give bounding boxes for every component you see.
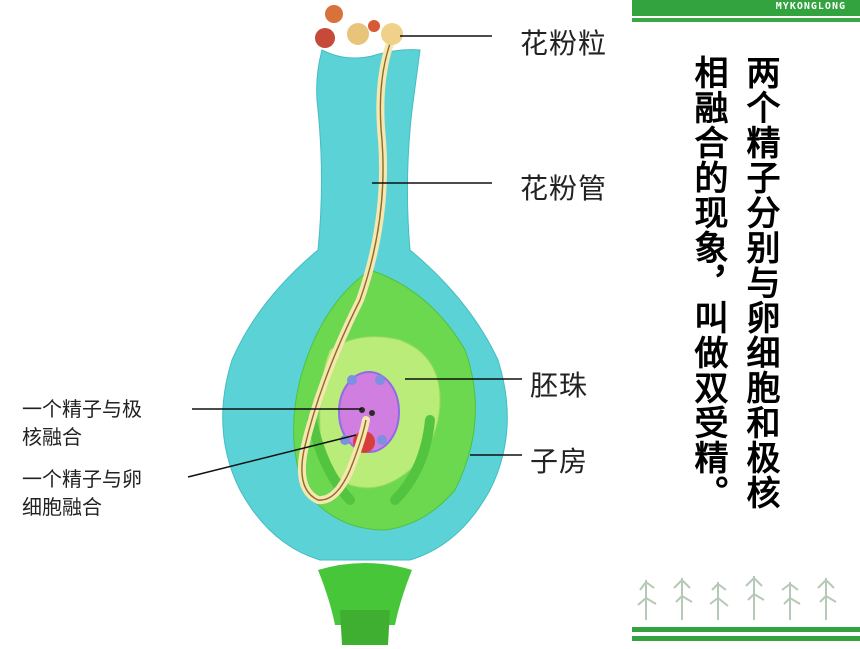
pollen-grain [347, 23, 369, 45]
receptacle [318, 563, 412, 625]
label-ovule: 胚珠 [530, 369, 589, 402]
header-strip: MYKONGLONG [632, 0, 860, 16]
synergid [375, 375, 385, 385]
header-stripe [632, 18, 860, 22]
pollen-grain [368, 20, 380, 32]
integument-right [390, 415, 435, 505]
embryo-sac [338, 371, 400, 453]
synergid [347, 375, 357, 385]
pollen-grain [315, 28, 335, 48]
label-pollen-grain: 花粉粒 [520, 27, 608, 60]
pollen-grain [381, 23, 403, 45]
antipodal [377, 435, 387, 445]
label-sperm-egg: 一个精子与卵 细胞融合 [22, 467, 142, 519]
polar-nucleus [359, 407, 365, 413]
pedicel [340, 610, 390, 645]
pollen-grain [325, 5, 343, 23]
pollen-tube-outline [301, 37, 393, 501]
brand-text: MYKONGLONG [775, 1, 846, 12]
label-sperm-polar: 一个精子与极 核融合 [22, 397, 142, 449]
leader-sperm-egg [187, 434, 357, 478]
polar-nucleus [369, 410, 375, 416]
panel-text-line-2: 相融合的现象，叫做双受精。 [688, 55, 728, 510]
label-ovary: 子房 [530, 445, 589, 478]
integument-left [307, 415, 355, 505]
label-pollen-tube: 花粉管 [520, 172, 608, 205]
panel-text-line-1: 两个精子分别与卵细胞和极核 [740, 55, 780, 510]
plant-decoration [632, 576, 860, 641]
